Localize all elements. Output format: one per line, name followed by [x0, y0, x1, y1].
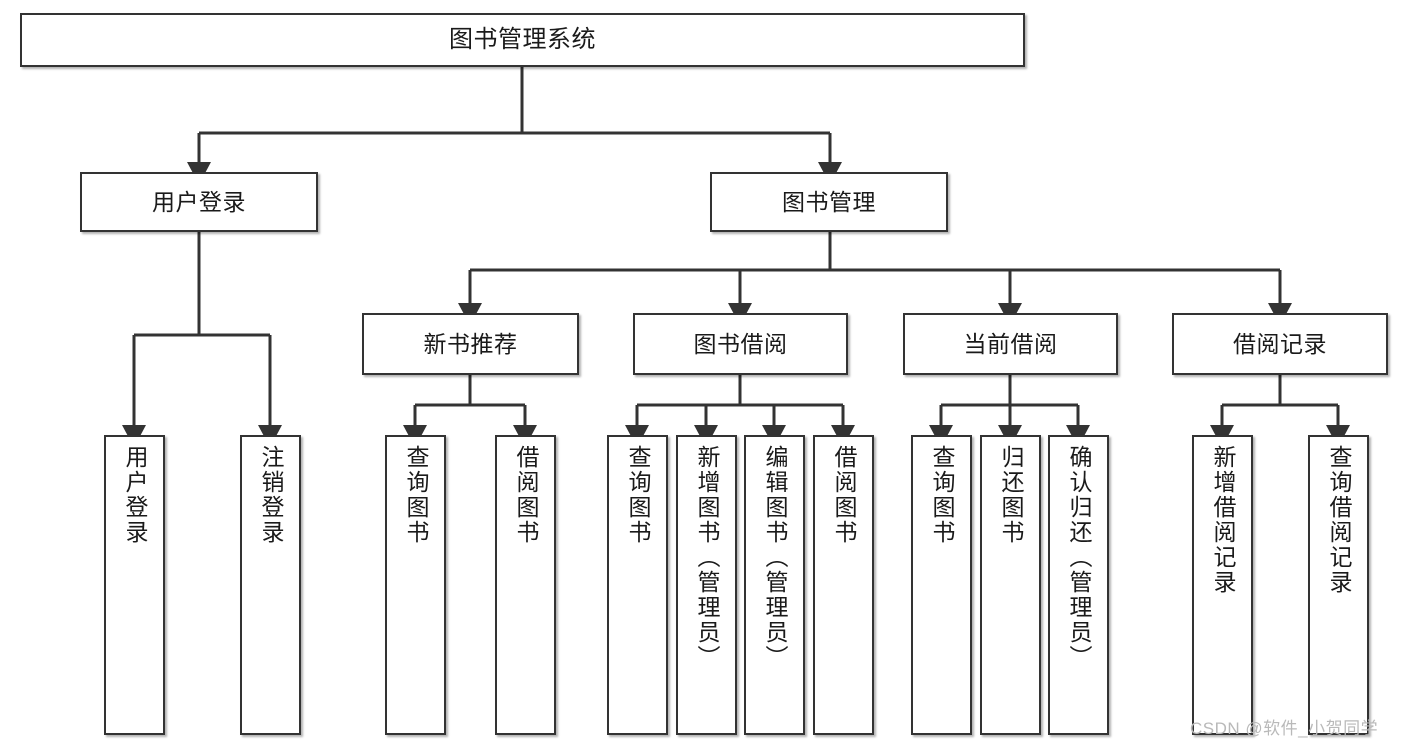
- node-label: 当前借阅: [963, 330, 1058, 357]
- node-leaf-borrow-book-2[interactable]: 借阅图书: [813, 435, 874, 735]
- node-label: 图书管理: [782, 188, 876, 215]
- node-label: 归还图书: [998, 445, 1024, 545]
- node-leaf-add-record[interactable]: 新增借阅记录: [1192, 435, 1253, 735]
- node-label: 新增借阅记录: [1210, 445, 1236, 595]
- node-label: 图书管理系统: [449, 25, 596, 53]
- node-borrow-record[interactable]: 借阅记录: [1172, 313, 1388, 375]
- node-leaf-return-book[interactable]: 归还图书: [980, 435, 1041, 735]
- node-book-borrow[interactable]: 图书借阅: [633, 313, 848, 375]
- node-leaf-query-record[interactable]: 查询借阅记录: [1308, 435, 1369, 735]
- node-label: 新增图书（管理员）: [694, 445, 720, 670]
- node-current-borrow[interactable]: 当前借阅: [903, 313, 1118, 375]
- node-user-login[interactable]: 用户登录: [80, 172, 318, 232]
- node-leaf-borrow-book-1[interactable]: 借阅图书: [495, 435, 556, 735]
- node-label: 编辑图书（管理员）: [762, 445, 788, 670]
- node-label: 查询图书: [929, 445, 955, 545]
- node-label: 确认归还（管理员）: [1066, 445, 1092, 670]
- node-leaf-confirm-return[interactable]: 确认归还（管理员）: [1048, 435, 1109, 735]
- node-leaf-logout[interactable]: 注销登录: [240, 435, 301, 735]
- node-label: 新书推荐: [423, 330, 518, 357]
- node-label: 查询图书: [625, 445, 651, 545]
- node-new-book-recommend[interactable]: 新书推荐: [362, 313, 579, 375]
- node-label: 注销登录: [258, 445, 284, 545]
- node-leaf-edit-book[interactable]: 编辑图书（管理员）: [744, 435, 805, 735]
- node-leaf-user-login[interactable]: 用户登录: [104, 435, 165, 735]
- node-leaf-add-book[interactable]: 新增图书（管理员）: [676, 435, 737, 735]
- node-root-book-management-system[interactable]: 图书管理系统: [20, 13, 1025, 67]
- node-label: 查询借阅记录: [1326, 445, 1352, 595]
- node-label: 借阅记录: [1233, 330, 1327, 357]
- node-label: 查询图书: [403, 445, 429, 545]
- node-label: 借阅图书: [831, 445, 857, 545]
- node-leaf-query-book-2[interactable]: 查询图书: [607, 435, 668, 735]
- node-label: 借阅图书: [513, 445, 539, 545]
- node-leaf-query-book-3[interactable]: 查询图书: [911, 435, 972, 735]
- node-label: 图书借阅: [693, 330, 788, 357]
- node-book-manage[interactable]: 图书管理: [710, 172, 948, 232]
- csdn-watermark: CSDN @软件_小贺同学: [1190, 719, 1379, 738]
- node-leaf-query-book-1[interactable]: 查询图书: [385, 435, 446, 735]
- node-label: 用户登录: [122, 445, 148, 545]
- node-label: 用户登录: [152, 188, 246, 215]
